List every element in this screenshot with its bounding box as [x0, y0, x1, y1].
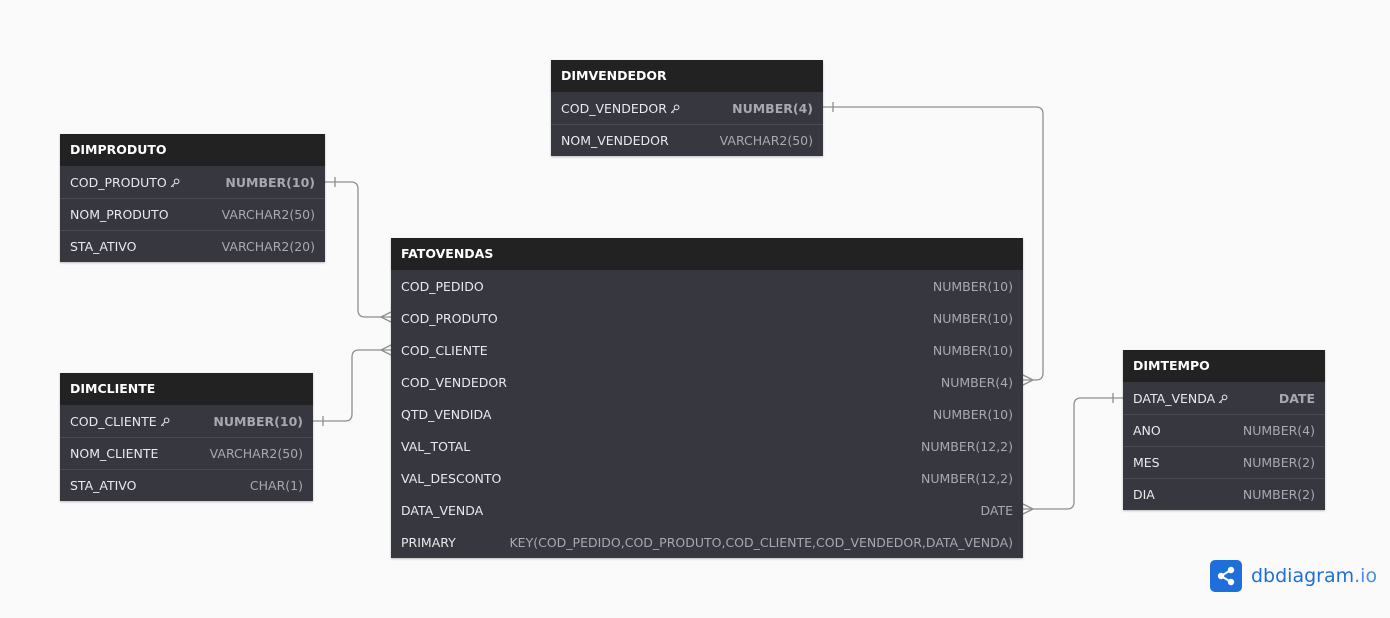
column-name: COD_PRODUTO	[401, 310, 498, 326]
key-icon	[670, 104, 680, 113]
table-row[interactable]: NOM_PRODUTO VARCHAR2(50)	[60, 198, 325, 230]
column-type: NUMBER(12,2)	[920, 470, 1013, 486]
table-row[interactable]: NOM_CLIENTE VARCHAR2(50)	[60, 437, 313, 469]
table-row[interactable]: STA_ATIVO CHAR(1)	[60, 469, 313, 501]
column-name: ANO	[1133, 423, 1161, 438]
table-row[interactable]: VAL_TOTAL NUMBER(12,2)	[391, 430, 1023, 462]
table-dimtempo[interactable]: DIMTEMPO DATA_VENDA DATE ANO NUMBER(4) M…	[1123, 350, 1325, 510]
rel-produto-many-mark	[380, 311, 392, 323]
key-icon	[170, 178, 180, 187]
table-header[interactable]: DIMPRODUTO	[60, 134, 325, 166]
column-name: NOM_PRODUTO	[70, 207, 169, 222]
column-name: COD_VENDEDOR	[401, 374, 507, 390]
table-row[interactable]: STA_ATIVO VARCHAR2(20)	[60, 230, 325, 262]
table-header[interactable]: DIMCLIENTE	[60, 373, 313, 405]
column-name: VAL_TOTAL	[401, 438, 471, 454]
rel-produto-line	[325, 181, 391, 318]
column-name: DIA	[1133, 487, 1155, 502]
column-type: NUMBER(10)	[932, 342, 1013, 358]
table-row[interactable]: COD_CLIENTE NUMBER(10)	[391, 334, 1023, 366]
rel-cliente-many-mark	[380, 344, 392, 356]
brand-suffix: .io	[1354, 565, 1378, 587]
rel-vendedor-line	[823, 106, 1044, 381]
column-name: NOM_CLIENTE	[70, 446, 159, 461]
rel-cliente-line	[313, 349, 391, 422]
table-row[interactable]: DATA_VENDA DATE	[391, 494, 1023, 526]
column-name: VAL_DESCONTO	[401, 470, 502, 486]
column-type: VARCHAR2(50)	[209, 446, 303, 461]
table-row[interactable]: ANO NUMBER(4)	[1123, 414, 1325, 446]
column-name: COD_CLIENTE	[401, 342, 488, 358]
table-header[interactable]: FATOVENDAS	[391, 238, 1023, 270]
column-type: NUMBER(10)	[932, 310, 1013, 326]
table-row[interactable]: COD_VENDEDOR NUMBER(4)	[551, 92, 823, 124]
column-type: NUMBER(4)	[1242, 423, 1315, 438]
column-type: DATE	[980, 502, 1013, 518]
table-header[interactable]: DIMTEMPO	[1123, 350, 1325, 382]
column-type: NUMBER(10)	[932, 278, 1013, 294]
column-type: NUMBER(2)	[1242, 455, 1315, 470]
column-name-cell: COD_VENDEDOR	[561, 93, 680, 124]
column-type: NUMBER(10)	[225, 174, 315, 190]
column-name: MES	[1133, 455, 1160, 470]
table-row[interactable]: QTD_VENDIDA NUMBER(10)	[391, 398, 1023, 430]
table-row[interactable]: COD_PRODUTO NUMBER(10)	[391, 302, 1023, 334]
column-name: STA_ATIVO	[70, 478, 137, 493]
column-type: NUMBER(2)	[1242, 487, 1315, 502]
column-name: COD_PEDIDO	[401, 278, 484, 294]
column-name-cell: DATA_VENDA	[1133, 383, 1228, 414]
column-type: CHAR(1)	[249, 478, 303, 493]
column-name: QTD_VENDIDA	[401, 406, 492, 422]
table-row[interactable]: COD_PEDIDO NUMBER(10)	[391, 270, 1023, 302]
table-row[interactable]: COD_CLIENTE NUMBER(10)	[60, 405, 313, 437]
table-row[interactable]: MES NUMBER(2)	[1123, 446, 1325, 478]
table-row[interactable]: DATA_VENDA DATE	[1123, 382, 1325, 414]
column-name: STA_ATIVO	[70, 239, 137, 254]
key-icon	[160, 417, 170, 426]
table-row[interactable]: DIA NUMBER(2)	[1123, 478, 1325, 510]
brand-watermark[interactable]: dbdiagram.io	[1210, 560, 1377, 592]
table-dimproduto[interactable]: DIMPRODUTO COD_PRODUTO NUMBER(10) NOM_PR…	[60, 134, 325, 262]
table-row[interactable]: COD_PRODUTO NUMBER(10)	[60, 166, 325, 198]
rel-vendedor-many-mark	[1022, 374, 1034, 386]
column-type: KEY(COD_PEDIDO,COD_PRODUTO,COD_CLIENTE,C…	[509, 534, 1013, 550]
table-row[interactable]: VAL_DESCONTO NUMBER(12,2)	[391, 462, 1023, 494]
column-type: DATE	[1278, 390, 1315, 406]
column-name-cell: COD_PRODUTO	[70, 167, 180, 198]
key-icon	[1219, 394, 1228, 403]
table-dimvendedor[interactable]: DIMVENDEDOR COD_VENDEDOR NUMBER(4) NOM_V…	[551, 60, 823, 156]
column-type: NUMBER(4)	[940, 374, 1013, 390]
table-dimcliente[interactable]: DIMCLIENTE COD_CLIENTE NUMBER(10) NOM_CL…	[60, 373, 313, 501]
table-fatovendas[interactable]: FATOVENDAS COD_PEDIDO NUMBER(10) COD_PRO…	[391, 238, 1023, 558]
column-name-cell: COD_CLIENTE	[70, 406, 170, 437]
table-row[interactable]: PRIMARY KEY(COD_PEDIDO,COD_PRODUTO,COD_C…	[391, 526, 1023, 558]
column-name: DATA_VENDA	[401, 502, 484, 518]
column-type: NUMBER(10)	[932, 406, 1013, 422]
column-name: PRIMARY	[401, 534, 456, 550]
column-type: VARCHAR2(50)	[221, 207, 315, 222]
column-type: NUMBER(12,2)	[920, 438, 1013, 454]
table-row[interactable]: COD_VENDEDOR NUMBER(4)	[391, 366, 1023, 398]
column-type: NUMBER(4)	[732, 100, 813, 116]
share-nodes-icon	[1210, 560, 1242, 592]
rel-tempo-line	[1023, 397, 1123, 510]
rel-tempo-many-mark	[1022, 503, 1034, 515]
table-row[interactable]: NOM_VENDEDOR VARCHAR2(50)	[551, 124, 823, 156]
column-type: VARCHAR2(50)	[719, 133, 813, 148]
column-type: NUMBER(10)	[213, 413, 303, 429]
column-name: NOM_VENDEDOR	[561, 133, 669, 148]
table-header[interactable]: DIMVENDEDOR	[551, 60, 823, 92]
column-type: VARCHAR2(20)	[221, 239, 315, 254]
brand-name: dbdiagram.io	[1251, 565, 1378, 587]
